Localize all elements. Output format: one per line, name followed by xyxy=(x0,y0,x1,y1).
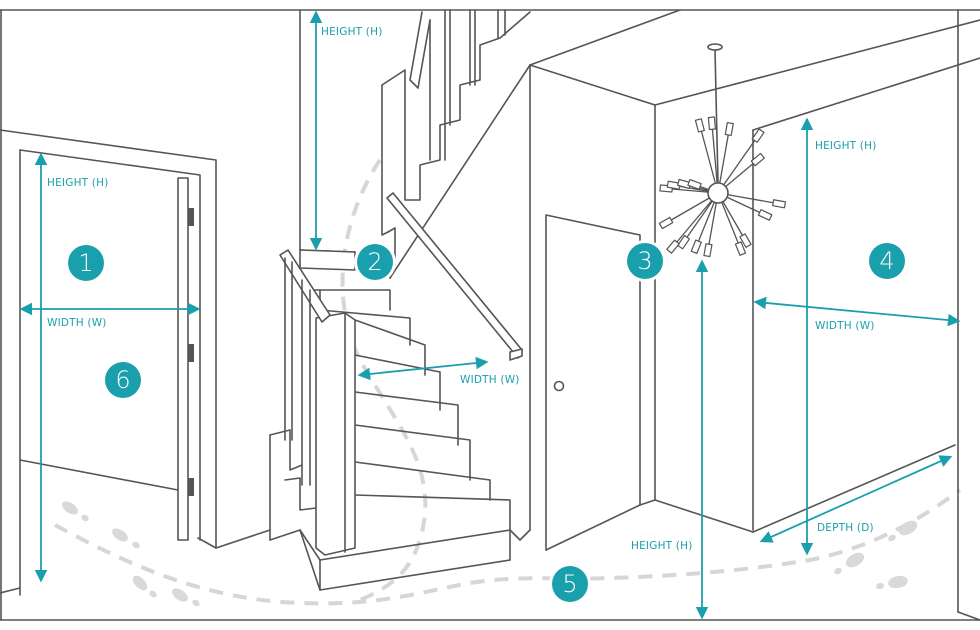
marker-4[interactable]: 4 xyxy=(869,243,905,279)
bulb-icon xyxy=(690,239,702,255)
door-height-label: HEIGHT (H) xyxy=(47,177,109,189)
frame xyxy=(0,9,980,621)
hinge-icon xyxy=(188,344,194,362)
bulb-icon xyxy=(658,216,674,230)
bulb-icon xyxy=(707,116,717,131)
closet-door xyxy=(545,214,656,551)
bulb-icon xyxy=(772,199,787,209)
marker-1[interactable]: 1 xyxy=(68,245,104,281)
wall-depth-arrow xyxy=(759,455,953,543)
dimension-lines xyxy=(19,10,961,620)
footprint-icon xyxy=(876,575,908,590)
footprint-icon xyxy=(888,520,918,542)
footprint-icon xyxy=(132,575,157,598)
wall-depth-label: DEPTH (D) xyxy=(817,522,874,534)
footprint-icon xyxy=(112,528,140,549)
marker-5[interactable]: 5 xyxy=(552,566,588,602)
bulb-icon xyxy=(666,239,680,254)
door-knob-icon xyxy=(553,380,565,392)
bulb-icon xyxy=(703,243,713,258)
chandelier-icon xyxy=(658,43,787,258)
stair-width-arrow xyxy=(357,356,489,381)
footprint-icon xyxy=(834,552,865,575)
door-width-label: WIDTH (W) xyxy=(47,317,107,329)
bulb-icon xyxy=(734,241,747,256)
stair-width-label: WIDTH (W) xyxy=(460,374,520,386)
bulb-icon xyxy=(751,128,765,143)
walking-path xyxy=(54,158,962,606)
ceiling-height-label: HEIGHT (H) xyxy=(631,540,693,552)
footprint-icon xyxy=(172,588,200,607)
hinge-icon xyxy=(188,208,194,226)
wall-height-label: HEIGHT (H) xyxy=(815,140,877,152)
bulb-icon xyxy=(687,178,702,190)
stair-height-label: HEIGHT (H) xyxy=(321,26,383,38)
wall-width-arrow xyxy=(753,296,961,327)
marker-2[interactable]: 2 xyxy=(357,244,393,280)
marker-6[interactable]: 6 xyxy=(105,362,141,398)
bulb-icon xyxy=(724,121,734,137)
footprint-icon xyxy=(62,501,89,522)
wall-width-label: WIDTH (W) xyxy=(815,320,875,332)
hinge-icon xyxy=(188,478,194,496)
stairwell xyxy=(269,9,980,591)
marker-3[interactable]: 3 xyxy=(627,243,663,279)
bulb-icon xyxy=(739,233,752,248)
bulb-icon xyxy=(750,152,765,167)
bulb-icon xyxy=(694,118,705,133)
bulb-icon xyxy=(757,209,773,221)
bulb-icon xyxy=(677,234,691,250)
